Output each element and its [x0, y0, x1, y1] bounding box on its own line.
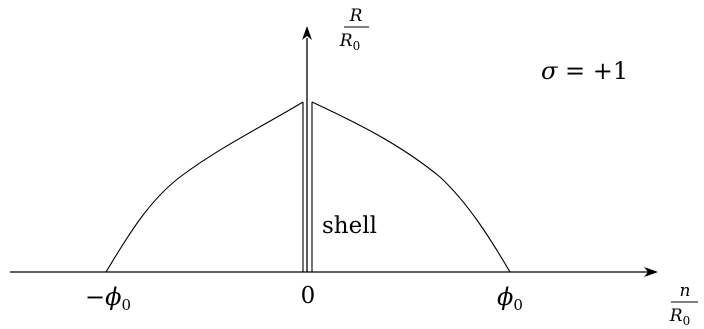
x-axis-arrowhead	[644, 267, 658, 277]
x-axis-label-denominator: R0	[669, 306, 690, 328]
curve-right-branch	[311, 101, 511, 273]
y-axis-arrowhead	[302, 26, 312, 40]
y-axis-label-numerator: R	[349, 6, 363, 26]
y-axis-label-denominator: R0	[339, 31, 360, 53]
parameter-label: σ = +1	[541, 57, 628, 85]
shell-label: shell	[322, 213, 377, 239]
curve-left-branch	[105, 101, 304, 273]
tick-label-phi0: ϕ0	[497, 283, 523, 314]
tick-label-zero: 0	[301, 283, 316, 309]
tick-label-minus-phi0: −ϕ0	[85, 283, 131, 314]
x-axis-label-numerator: n	[680, 281, 691, 301]
